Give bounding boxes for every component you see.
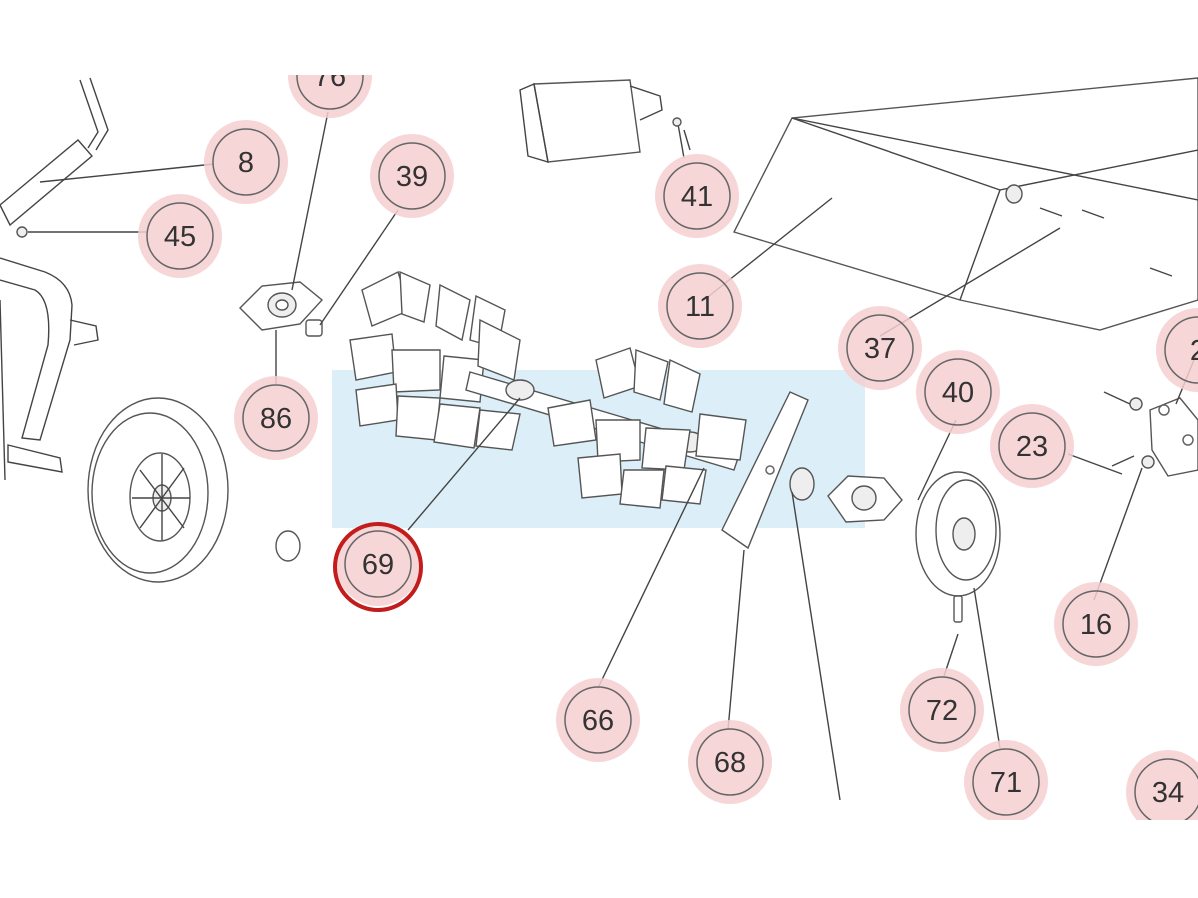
highlight-ring[interactable] [333,522,423,612]
callout-ring [564,686,632,754]
callout-label: 72 [926,695,958,727]
nut [305,319,323,337]
callout-ring [663,162,731,230]
callout-halo [838,306,922,390]
callout-halo [658,264,742,348]
callout-label: 68 [714,747,746,779]
handle-frame [0,77,109,481]
callout-halo [900,668,984,752]
callout-label: 16 [1080,609,1112,641]
exploded-view: 76 8 45 39 86 41 11 37 40 23 69 66 68 16 72 71 34 2 [0,34,1198,834]
bearing-flange-right [827,475,903,523]
callout-label: 40 [942,377,974,409]
callout-86[interactable]: 86 [234,376,318,460]
callout-76[interactable]: 76 [288,34,372,118]
callout-37[interactable]: 37 [838,306,922,390]
callout-halo [990,404,1074,488]
callout-halo [370,134,454,218]
callout-40[interactable]: 40 [916,350,1000,434]
callout-ring [212,128,280,196]
callout-ring [972,748,1040,816]
callout-ring [666,272,734,340]
callout-halo [916,350,1000,434]
callout-label: 37 [864,333,896,365]
wheel [87,397,229,583]
callout-label: 39 [396,161,428,193]
callout-label: 2 [1190,335,1198,367]
callout-11[interactable]: 11 [658,264,742,348]
callout-ring [344,530,412,598]
control-box [519,79,663,163]
callout-label: 71 [990,767,1022,799]
tine-rotor-right [547,347,747,509]
callout-68[interactable]: 68 [688,720,772,804]
callout-label: 86 [260,403,292,435]
callout-label: 8 [238,147,254,179]
callout-ring [696,728,764,796]
guard-plate [721,391,809,550]
callout-ring [1134,758,1198,820]
callout-39[interactable]: 39 [370,134,454,218]
linkage-arm [1103,391,1198,477]
callout-ring [242,384,310,452]
callout-halo [234,376,318,460]
callout-halo [1156,308,1198,392]
callout-halo [204,120,288,204]
callout-ring [998,412,1066,480]
leader-lines [28,111,1198,801]
callout-34[interactable]: 34 [1126,750,1198,834]
callout-halo [964,740,1048,820]
callout-label: 11 [685,291,715,323]
callout-halo [1126,750,1198,820]
callout-ring [296,75,364,110]
callout-label: 69 [362,549,394,581]
callout-2[interactable]: 2 [1156,308,1198,392]
callout-ring [146,202,214,270]
callout-layer: 76 8 45 39 86 41 11 37 40 23 69 66 68 16 72 71 34 2 [138,34,1198,834]
bearing-flange-left [239,281,324,331]
deck-housing [732,77,1198,331]
washer [275,530,301,562]
callout-66[interactable]: 66 [556,678,640,762]
callout-label: 45 [164,221,196,253]
callout-8[interactable]: 8 [204,120,288,204]
callout-23[interactable]: 23 [990,404,1074,488]
callout-16[interactable]: 16 [1054,582,1138,666]
tine-rotor-left [349,270,521,451]
callout-label: 23 [1016,431,1048,463]
callout-halo [138,194,222,278]
callout-71[interactable]: 71 [964,740,1048,824]
callout-halo [556,678,640,762]
callout-72[interactable]: 72 [900,668,984,752]
callout-halo [288,75,372,118]
bolt-head [16,226,28,238]
pulley [915,471,1001,597]
callout-ring [378,142,446,210]
callout-halo [1054,582,1138,666]
callout-halo [688,720,772,804]
callout-ring [1062,590,1130,658]
callout-41[interactable]: 41 [655,154,739,238]
callout-halo [336,522,420,606]
callout-69[interactable]: 69 [336,522,420,606]
bushing [789,467,815,501]
key [953,595,963,623]
callout-label: 41 [681,181,713,213]
callout-halo [655,154,739,238]
callout-label: 76 [314,61,346,93]
callout-ring [846,314,914,382]
bolt-41 [677,123,685,159]
callout-45[interactable]: 45 [138,194,222,278]
callout-ring [1164,316,1198,384]
callout-label: 66 [582,705,614,737]
callout-label: 34 [1152,777,1184,809]
callout-ring [908,676,976,744]
callout-ring [924,358,992,426]
